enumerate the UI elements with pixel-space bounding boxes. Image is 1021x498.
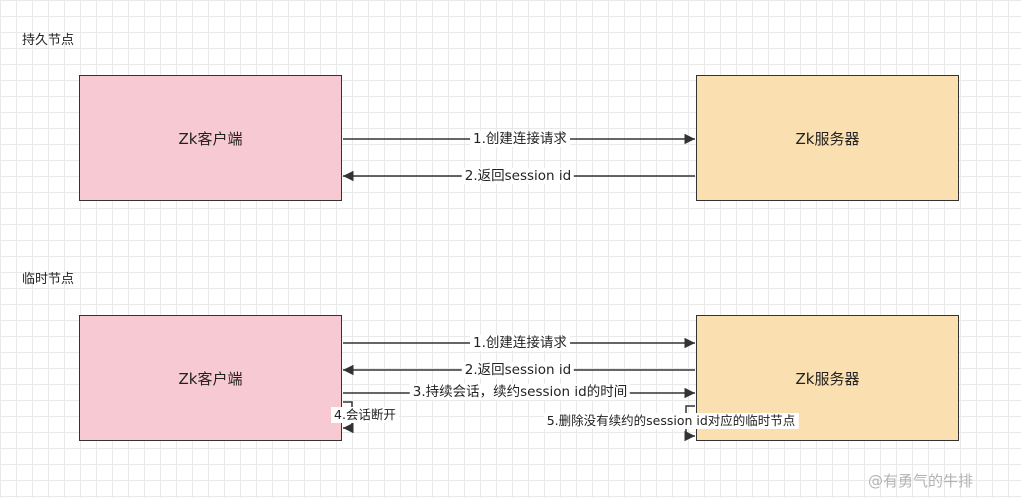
persistent-client-box: Zk客户端 — [79, 75, 342, 201]
persistent-server-box: Zk服务器 — [696, 75, 959, 201]
persistent-client-label: Zk客户端 — [178, 129, 243, 148]
ephemeral-client-label: Zk客户端 — [178, 369, 243, 388]
ephemeral-client-box: Zk客户端 — [79, 315, 342, 441]
ephemeral-server-box: Zk服务器 — [696, 315, 959, 441]
ephemeral-return-label: 2.返回session id — [461, 362, 575, 378]
ephemeral-request-label: 1.创建连接请求 — [470, 335, 570, 351]
persistent-node-title: 持久节点 — [22, 33, 75, 48]
watermark-text: @有勇气的牛排 — [868, 472, 974, 490]
ephemeral-disconnect-label: 4.会话断开 — [331, 407, 399, 423]
ephemeral-delete-label: 5.删除没有续约的session id对应的临时节点 — [543, 413, 799, 429]
persistent-server-label: Zk服务器 — [795, 129, 860, 148]
persistent-request-label: 1.创建连接请求 — [470, 131, 570, 147]
ephemeral-server-label: Zk服务器 — [795, 369, 860, 388]
ephemeral-node-title: 临时节点 — [22, 272, 75, 287]
ephemeral-renew-label: 3.持续会话，续约session id的时间 — [409, 384, 631, 400]
persistent-return-label: 2.返回session id — [461, 168, 575, 184]
